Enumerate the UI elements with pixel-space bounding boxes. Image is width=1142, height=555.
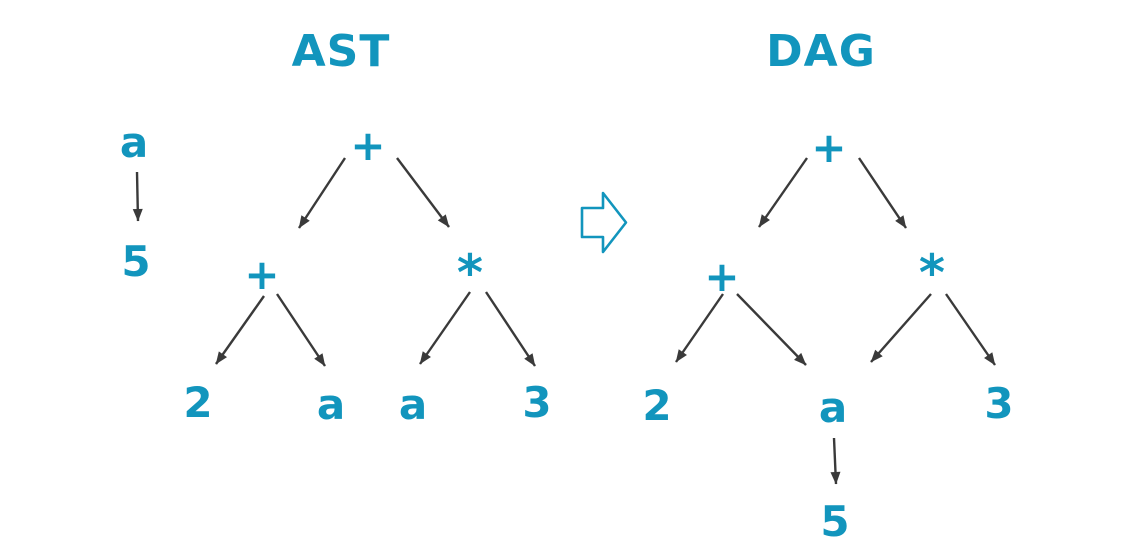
dag-node-leaf-3: 3	[984, 379, 1013, 428]
ast-node-star-right: *	[457, 244, 483, 302]
dag-node-plus-root: +	[811, 123, 846, 172]
ast-node-plus-root: +	[350, 121, 385, 170]
dag-node-plus-left: +	[704, 252, 739, 301]
ast-edge-a-5	[132, 171, 143, 222]
ast-graph: a 5 + + * 2 a a 3	[120, 118, 552, 429]
ast-node-leaf-a-left: a	[317, 380, 345, 429]
ast-edge-root-star	[396, 157, 450, 228]
ast-node-plus-left: +	[244, 250, 279, 299]
ast-node-leaf-2: 2	[183, 378, 212, 427]
dag-node-leaf-a-shared: a	[819, 383, 847, 432]
ast-node-var-a: a	[120, 118, 148, 167]
ast-edge-star-3	[484, 291, 537, 367]
ast-edge-star-a	[419, 291, 471, 365]
dag-node-star-right: *	[919, 244, 945, 302]
ast-edge-plus-2	[215, 295, 265, 365]
dag-node-val-5: 5	[820, 497, 849, 546]
dag-edge-root-star	[858, 157, 907, 229]
dag-edge-root-plusleft	[758, 157, 808, 228]
ast-edge-root-plusleft	[297, 157, 347, 229]
ast-title: AST	[292, 26, 391, 77]
dag-title: DAG	[766, 26, 876, 77]
dag-edge-a-5	[830, 437, 841, 485]
ast-node-val-5: 5	[121, 237, 150, 286]
dag-edge-plus-a	[736, 293, 807, 366]
ast-node-leaf-a-right: a	[399, 380, 427, 429]
block-arrow-right-icon	[580, 191, 628, 254]
dag-edge-star-a	[870, 293, 932, 363]
dag-node-leaf-2: 2	[642, 381, 671, 430]
ast-node-leaf-3: 3	[522, 378, 551, 427]
dag-edge-star-3	[945, 293, 996, 366]
dag-edge-plus-2	[675, 293, 724, 363]
ast-edge-plus-a	[276, 293, 326, 367]
dag-graph: + + * 2 a 3 5	[642, 123, 1013, 546]
